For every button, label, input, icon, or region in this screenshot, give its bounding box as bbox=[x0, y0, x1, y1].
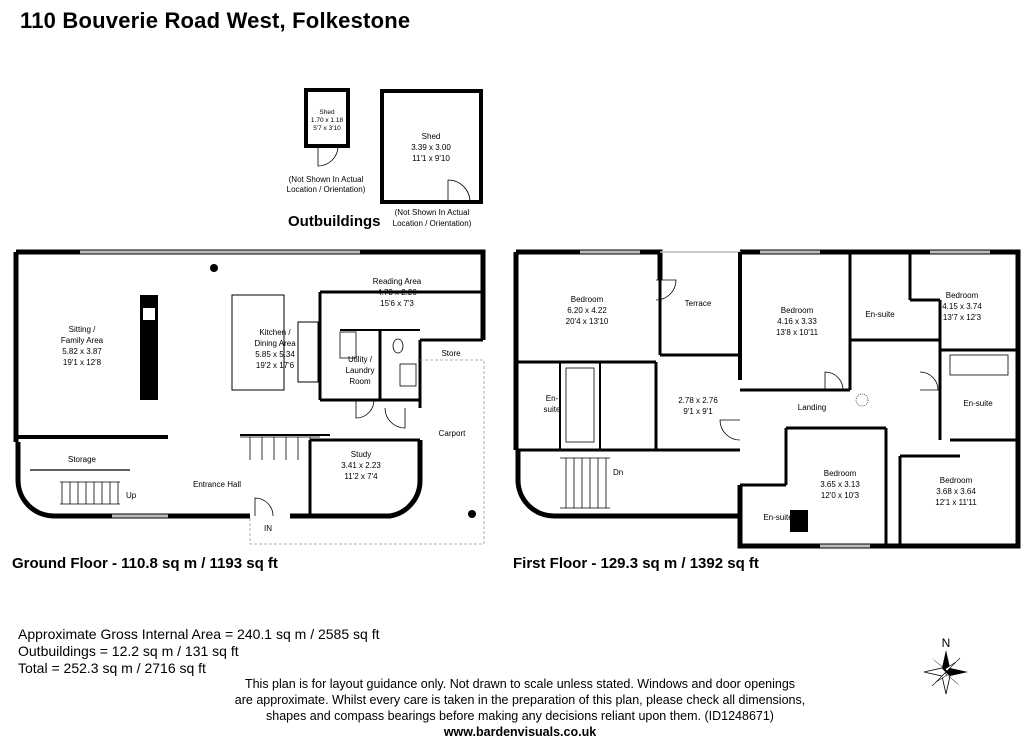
study-metric: 3.41 x 2.23 bbox=[341, 461, 381, 470]
entrance-in-label: IN bbox=[264, 524, 272, 533]
plan-title: 110 Bouverie Road West, Folkestone bbox=[20, 8, 411, 33]
website-text: www.bardenvisuals.co.uk bbox=[443, 725, 597, 739]
small-shed-name: Shed bbox=[319, 109, 335, 116]
ensuite-bed1-label2: suite bbox=[544, 405, 561, 414]
outbuildings-area-text: Outbuildings = 12.2 sq m / 131 sq ft bbox=[18, 643, 239, 659]
disclaimer-line2: are approximate. Whilst every care is ta… bbox=[234, 693, 806, 707]
bed5-name: Bedroom bbox=[940, 476, 973, 485]
bed4-name: Bedroom bbox=[824, 469, 857, 478]
sitting-imperial: 19'1 x 12'8 bbox=[63, 358, 102, 367]
study-imperial: 11'2 x 7'4 bbox=[344, 472, 378, 481]
ground-floor-plan bbox=[13, 249, 486, 545]
ensuite-bath-label: En-suite bbox=[963, 399, 993, 408]
ground-floor-heading: Ground Floor - 110.8 sq m / 1193 sq ft bbox=[12, 555, 278, 572]
bed5-metric: 3.68 x 3.64 bbox=[936, 487, 976, 496]
sitting-metric: 5.82 x 3.87 bbox=[62, 347, 102, 356]
small-shed-note1: (Not Shown In Actual bbox=[289, 175, 364, 184]
ground-floor-labels: Sitting / Family Area 5.82 x 3.87 19'1 x… bbox=[61, 277, 466, 533]
disclaimer-line1: This plan is for layout guidance only. N… bbox=[244, 677, 796, 691]
outbuildings-heading: Outbuildings bbox=[288, 213, 381, 230]
compass-rose-icon: N bbox=[923, 636, 968, 695]
large-shed-name: Shed bbox=[422, 132, 441, 141]
bed4-metric: 3.65 x 3.13 bbox=[820, 480, 860, 489]
first-floor-plan bbox=[513, 249, 1021, 549]
large-shed-metric: 3.39 x 3.00 bbox=[411, 143, 451, 152]
bed2-name: Bedroom bbox=[781, 306, 814, 315]
kitchen-metric: 5.85 x 5.34 bbox=[255, 350, 295, 359]
bed2-imperial: 13'8 x 10'11 bbox=[776, 328, 819, 337]
stairs-up-label: Up bbox=[126, 491, 137, 500]
ensuite-bed1-label1: En- bbox=[546, 394, 559, 403]
bed1-metric: 6.20 x 4.22 bbox=[567, 306, 607, 315]
bed5-imperial: 12'1 x 11'11 bbox=[935, 498, 977, 507]
disclaimer: This plan is for layout guidance only. N… bbox=[200, 676, 840, 740]
bed2-metric: 4.16 x 3.33 bbox=[777, 317, 817, 326]
disclaimer-line3: shapes and compass bearings before makin… bbox=[266, 709, 774, 723]
small-shed: Shed 1.70 x 1.18 5'7 x 3'10 (Not Shown I… bbox=[287, 88, 366, 194]
storage-label: Storage bbox=[68, 455, 97, 464]
entrance-hall-label: Entrance Hall bbox=[193, 480, 241, 489]
terrace-label: Terrace bbox=[685, 299, 712, 308]
utility-name2: Laundry bbox=[346, 366, 375, 375]
store-label: Store bbox=[441, 349, 461, 358]
reading-metric: 4.73 x 2.20 bbox=[377, 288, 417, 297]
large-shed: Shed 3.39 x 3.00 11'1 x 9'10 (Not Shown … bbox=[380, 89, 483, 228]
stairs-down-label: Dn bbox=[613, 468, 623, 477]
bed3-name: Bedroom bbox=[946, 291, 979, 300]
small-shed-imperial: 5'7 x 3'10 bbox=[313, 125, 341, 132]
ensuite-bed4-label: En-suite bbox=[763, 513, 793, 522]
landing-label: Landing bbox=[798, 403, 826, 412]
reading-name: Reading Area bbox=[373, 277, 422, 286]
bed1-imperial: 20'4 x 13'10 bbox=[566, 317, 609, 326]
bed4-imperial: 12'0 x 10'3 bbox=[821, 491, 860, 500]
kitchen-name1: Kitchen / bbox=[259, 328, 291, 337]
sitting-name1: Sitting / bbox=[69, 325, 96, 334]
small-shed-note2: Location / Orientation) bbox=[287, 185, 366, 194]
total-area-text: Total = 252.3 sq m / 2716 sq ft bbox=[18, 660, 206, 676]
gross-area-text: Approximate Gross Internal Area = 240.1 … bbox=[18, 626, 380, 642]
bed3-imperial: 13'7 x 12'3 bbox=[943, 313, 982, 322]
sitting-name2: Family Area bbox=[61, 336, 104, 345]
ensuite-bed3-label: En-suite bbox=[865, 310, 895, 319]
large-shed-note1: (Not Shown In Actual bbox=[395, 208, 470, 217]
kitchen-imperial: 19'2 x 17'6 bbox=[256, 361, 295, 370]
large-shed-note2: Location / Orientation) bbox=[393, 219, 472, 228]
kitchen-name2: Dining Area bbox=[254, 339, 296, 348]
bed1-name: Bedroom bbox=[571, 295, 604, 304]
large-shed-imperial: 11'1 x 9'10 bbox=[412, 154, 450, 163]
first-floor-heading: First Floor - 129.3 sq m / 1392 sq ft bbox=[513, 555, 759, 572]
study-name: Study bbox=[351, 450, 371, 459]
utility-name1: Utility / bbox=[348, 355, 373, 364]
reading-imperial: 15'6 x 7'3 bbox=[380, 299, 414, 308]
compass-north-label: N bbox=[942, 636, 951, 650]
utility-name3: Room bbox=[349, 377, 371, 386]
carport-label: Carport bbox=[439, 429, 466, 438]
small-shed-metric: 1.70 x 1.18 bbox=[311, 117, 344, 124]
first-floor-labels: Bedroom 6.20 x 4.22 20'4 x 13'10 Terrace… bbox=[544, 291, 994, 522]
small-room-imperial: 9'1 x 9'1 bbox=[683, 407, 713, 416]
bed3-metric: 4.15 x 3.74 bbox=[942, 302, 982, 311]
small-room-metric: 2.78 x 2.76 bbox=[678, 396, 718, 405]
